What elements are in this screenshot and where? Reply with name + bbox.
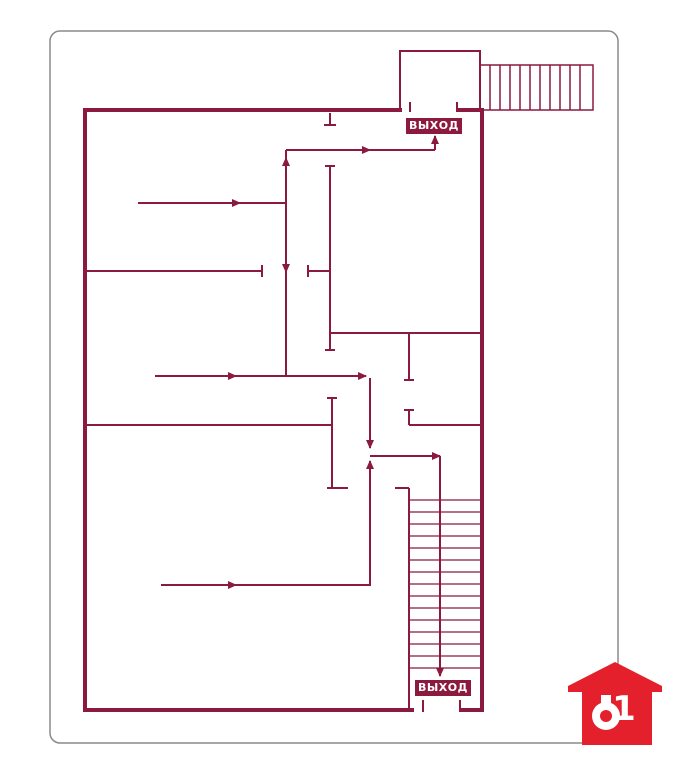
exterior-stair (479, 64, 594, 111)
logo-digit: 1 (612, 689, 636, 729)
route-line (236, 470, 371, 586)
outer-walls (83, 108, 484, 712)
house-key-icon: 1 (568, 662, 662, 745)
top-vestibule (399, 50, 481, 112)
bottom-exit-door (422, 700, 461, 712)
exit-sign-top: ВЫХОД (406, 118, 462, 134)
interior-walls (87, 113, 480, 710)
interior-stair (409, 499, 480, 669)
property-outline (49, 30, 619, 744)
exit-sign-bottom: ВЫХОД (415, 680, 471, 696)
evacuation-routes (138, 135, 444, 677)
